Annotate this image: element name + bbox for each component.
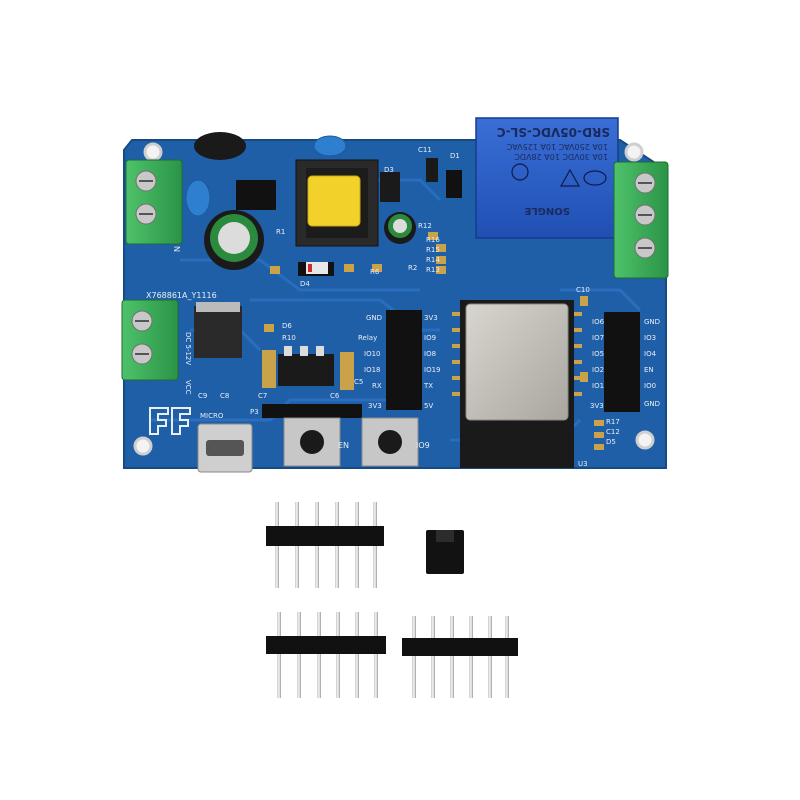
designator: D5 bbox=[606, 438, 616, 446]
pin-label: IO9 bbox=[424, 334, 436, 342]
terminal-left-top bbox=[125, 159, 183, 245]
electrolytic-capacitor-large bbox=[204, 210, 264, 270]
jumper-cap bbox=[426, 530, 464, 574]
designator: D4 bbox=[300, 280, 310, 288]
pin-label: IO5 bbox=[592, 350, 604, 358]
relay-rating-1: 10A 250VAC 10A 125VAC bbox=[506, 142, 608, 151]
pin-label: TX bbox=[423, 382, 433, 390]
header-p3-label: P3 bbox=[250, 408, 259, 416]
designator: C7 bbox=[258, 392, 267, 400]
designator: R2 bbox=[408, 264, 417, 272]
designator: R14 bbox=[426, 256, 440, 264]
pin-label: IO1 bbox=[592, 382, 604, 390]
esp-module bbox=[452, 300, 582, 468]
board-id: X768861A_Y1116 bbox=[146, 291, 217, 300]
pin-label: IO10 bbox=[364, 350, 380, 358]
designator: R15 bbox=[426, 246, 440, 254]
micro-usb-port bbox=[197, 423, 253, 473]
designator: R12 bbox=[418, 222, 432, 230]
pin-label: RX bbox=[372, 382, 382, 390]
relay-model: SRD-05VDC-SL-C bbox=[497, 125, 610, 139]
pin-header-p3 bbox=[262, 404, 362, 418]
pin-label: 3V3 bbox=[368, 402, 382, 410]
module-label: U3 bbox=[578, 460, 588, 468]
pin-label: IO6 bbox=[592, 318, 605, 326]
terminal-left-bottom bbox=[121, 299, 179, 381]
designator: R17 bbox=[606, 418, 620, 426]
designator: C6 bbox=[330, 392, 340, 400]
terminal-vcc-label: VCC bbox=[184, 380, 192, 395]
designator: D1 bbox=[450, 152, 460, 160]
designator: R1 bbox=[276, 228, 285, 236]
designator: D3 bbox=[384, 166, 394, 174]
designator: C9 bbox=[198, 392, 207, 400]
button-en-label: EN bbox=[338, 441, 349, 450]
pin-label: Relay bbox=[358, 334, 377, 342]
silkscreen-labels: X768861A_Y1116 EN IO9 MICRO P3 U3 N DC 5… bbox=[146, 146, 660, 468]
pin-label: GND bbox=[644, 318, 660, 326]
pin-label: IO8 bbox=[424, 350, 436, 358]
designator: R10 bbox=[282, 334, 296, 342]
pin-header-io-right bbox=[604, 312, 640, 412]
designator: R16 bbox=[426, 236, 440, 244]
ceramic-capacitors bbox=[185, 135, 347, 217]
transformer bbox=[295, 159, 379, 247]
terminal-n-label: N bbox=[172, 246, 181, 252]
button-en bbox=[283, 417, 341, 467]
smd-components bbox=[194, 158, 604, 450]
thermistor bbox=[194, 132, 246, 160]
relay-rating-2: 10A 30VDC 10A 28VDC bbox=[514, 152, 608, 161]
designator: C5 bbox=[354, 378, 363, 386]
electrolytic-capacitor-small bbox=[384, 212, 416, 244]
pin-header-accessory-top bbox=[266, 502, 384, 588]
pin-header-io-left bbox=[386, 310, 422, 410]
pin-label: 5V bbox=[424, 402, 433, 410]
designator: R13 bbox=[426, 266, 440, 274]
pin-label: 3V3 bbox=[424, 314, 438, 322]
pin-label: 3V3 bbox=[590, 402, 604, 410]
relay-cert-icons bbox=[511, 163, 607, 187]
designator: C10 bbox=[576, 286, 590, 294]
relay-brand: SONGLE bbox=[524, 205, 570, 216]
designator: D6 bbox=[282, 322, 292, 330]
pin-label: GND bbox=[644, 400, 660, 408]
pin-label: GND bbox=[366, 314, 382, 322]
pin-label: EN bbox=[644, 366, 654, 374]
usb-label: MICRO bbox=[200, 412, 224, 420]
designator: C8 bbox=[220, 392, 229, 400]
button-io9-label: IO9 bbox=[416, 441, 430, 450]
pin-label: IO3 bbox=[644, 334, 656, 342]
designator: R6 bbox=[370, 268, 380, 276]
designator: C12 bbox=[606, 428, 620, 436]
terminal-right bbox=[613, 161, 669, 279]
terminal-dc-label: DC 5-12V bbox=[184, 332, 192, 365]
pin-header-accessory-bottom-right bbox=[402, 616, 518, 698]
designator: C11 bbox=[418, 146, 432, 154]
button-io9 bbox=[361, 417, 419, 467]
pin-label: IO2 bbox=[592, 366, 604, 374]
relay: SRD-05VDC-SL-C 10A 250VAC 10A 125VAC 10A… bbox=[475, 117, 619, 239]
pin-header-accessory-bottom-left bbox=[266, 612, 386, 698]
pin-label: IO7 bbox=[592, 334, 604, 342]
board-logo-icon bbox=[149, 407, 191, 435]
pin-label: IO0 bbox=[644, 382, 656, 390]
pin-label: IO19 bbox=[424, 366, 440, 374]
pin-label: IO4 bbox=[644, 350, 657, 358]
pin-label: IO18 bbox=[364, 366, 380, 374]
